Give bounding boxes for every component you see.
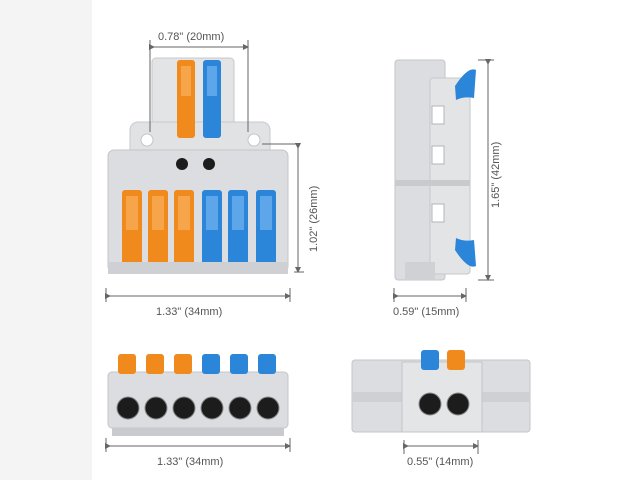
dimension-lines-end bbox=[403, 440, 479, 454]
dimension-front-height: 1.02" (26mm) bbox=[308, 185, 320, 252]
dimension-end-width: 0.55" (14mm) bbox=[407, 456, 474, 468]
dimension-side-height: 1.65" (42mm) bbox=[490, 141, 502, 208]
dimension-front-width: 1.33" (34mm) bbox=[156, 306, 223, 318]
dimension-bottom-width: 1.33" (34mm) bbox=[157, 456, 224, 468]
front-view bbox=[107, 57, 289, 274]
bottom-view bbox=[107, 354, 289, 436]
end-view bbox=[351, 350, 531, 433]
dimension-side-depth: 0.59" (15mm) bbox=[393, 306, 460, 318]
dimension-top-width: 0.78" (20mm) bbox=[158, 31, 225, 43]
dimension-lines-side bbox=[393, 59, 494, 302]
dimension-lines-bottom bbox=[105, 438, 291, 452]
background-strip bbox=[0, 0, 92, 480]
dimension-lines-front bbox=[105, 40, 304, 302]
side-view bbox=[394, 59, 476, 281]
